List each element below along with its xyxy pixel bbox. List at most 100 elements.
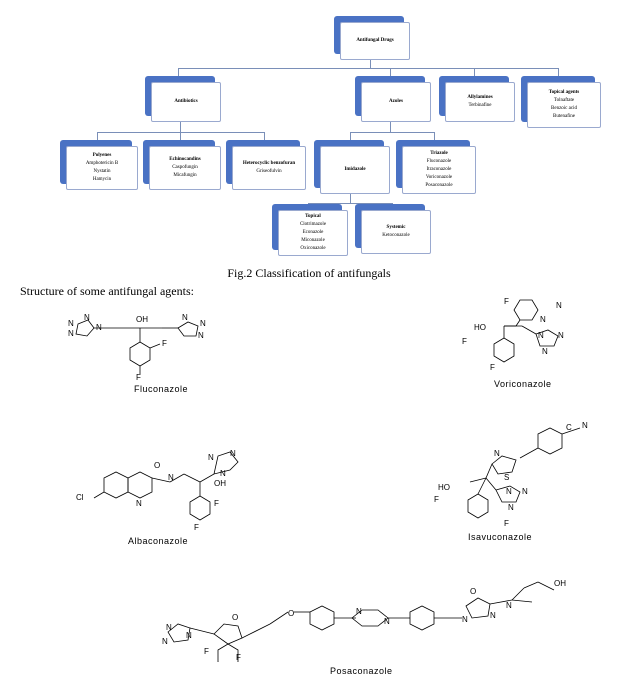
posaconazole-label: Posaconazole (330, 666, 393, 676)
voriconazole-label: Voriconazole (494, 379, 552, 389)
svg-text:F: F (204, 647, 209, 656)
heterocyclic-node: Heterocyclic benzofuran Griseofulvin (226, 140, 306, 190)
polyenes-item: Hamycin (92, 177, 112, 182)
svg-text:N: N (538, 331, 544, 340)
triazole-item: Posaconazole (425, 183, 453, 188)
svg-text:N: N (462, 615, 468, 624)
svg-text:N: N (198, 331, 204, 340)
svg-text:N: N (522, 487, 528, 496)
svg-text:O: O (154, 461, 160, 470)
svg-text:HO: HO (438, 483, 450, 492)
imidazole-label: Imidazole (344, 167, 366, 172)
svg-text:F: F (162, 339, 167, 348)
svg-text:N: N (68, 319, 74, 328)
svg-text:N: N (558, 331, 564, 340)
svg-text:N: N (384, 617, 390, 626)
svg-text:OH: OH (214, 479, 226, 488)
azoles-node: Azoles (355, 76, 431, 122)
svg-text:F: F (462, 337, 467, 346)
classification-diagram: Antifungal Drugs Antibiotics Azoles Ally… (0, 0, 618, 260)
svg-text:N: N (494, 449, 500, 458)
svg-text:N: N (220, 469, 226, 478)
connector (264, 132, 265, 142)
topical-title: Topical (305, 214, 321, 219)
svg-text:O: O (232, 613, 238, 622)
triazole-title: Triazole (430, 151, 448, 156)
topical-item: Miconazole (301, 238, 325, 243)
svg-text:Cl: Cl (76, 493, 84, 502)
topical-item: Econazole (302, 230, 324, 235)
svg-text:N: N (508, 503, 514, 512)
systemic-title: Systemic (386, 225, 406, 230)
heterocyclic-title: Heterocyclic benzofuran (242, 161, 296, 166)
svg-text:N: N (540, 315, 546, 324)
polyenes-item: Nystatin (93, 169, 111, 174)
svg-text:F: F (504, 519, 509, 528)
svg-text:C: C (566, 423, 572, 432)
triazole-item: Itraconazole (426, 167, 452, 172)
echinocandins-item: Micafungin (173, 173, 197, 178)
topical-agents-item: Butenafine (553, 114, 575, 119)
root-node: Antifungal Drugs (334, 16, 410, 60)
connector (180, 132, 181, 142)
topical-item: Oxiconazole (300, 246, 326, 251)
topical-agents-title: Topical agents (548, 90, 580, 95)
root-label: Antifungal Drugs (356, 38, 394, 43)
topical-agents-item: Benzoic acid (551, 106, 577, 111)
svg-text:N: N (506, 601, 512, 610)
fluconazole-label: Fluconazole (134, 384, 189, 394)
allylamines-title: Allylamines (467, 95, 493, 100)
svg-text:OH: OH (554, 579, 566, 588)
fluconazole-structure: NNN N OH NNN F F (68, 313, 206, 382)
triazole-item: Voriconazole (425, 175, 453, 180)
svg-text:N: N (166, 623, 172, 632)
allylamines-item: Terbinafine (468, 103, 492, 108)
connector (308, 203, 392, 204)
connector (180, 120, 181, 132)
azoles-label: Azoles (389, 99, 403, 104)
polyenes-node: Polyenes Amphotericin B Nystatin Hamycin (60, 140, 138, 190)
topical-item: Clotrimazole (299, 222, 327, 227)
connector (350, 132, 351, 142)
triazole-item: Fluconazole (426, 159, 452, 164)
svg-text:F: F (236, 653, 241, 662)
svg-text:N: N (490, 611, 496, 620)
connector (370, 58, 371, 68)
connector (390, 120, 391, 132)
heterocyclic-item: Griseofulvin (256, 169, 282, 174)
svg-text:F: F (214, 499, 219, 508)
svg-text:N: N (162, 637, 168, 646)
svg-text:F: F (504, 297, 509, 306)
albaconazole-label: Albaconazole (128, 536, 189, 546)
antibiotics-label: Antibiotics (174, 99, 198, 104)
structures-heading: Structure of some antifungal agents: (20, 284, 194, 298)
connector (390, 68, 391, 78)
svg-text:O: O (470, 587, 476, 596)
svg-text:F: F (194, 523, 199, 532)
connector (178, 68, 558, 69)
triazole-node: Triazole Fluconazole Itraconazole Vorico… (396, 140, 476, 194)
svg-text:N: N (542, 347, 548, 356)
svg-text:S: S (504, 473, 509, 482)
connector (474, 68, 475, 78)
antibiotics-node: Antibiotics (145, 76, 221, 122)
connector (350, 192, 351, 203)
svg-text:N: N (68, 329, 74, 338)
svg-text:N: N (168, 473, 174, 482)
svg-text:F: F (434, 495, 439, 504)
systemic-item: Ketoconazole (382, 233, 410, 238)
svg-text:N: N (186, 631, 192, 640)
connector (97, 132, 98, 142)
connector (350, 132, 434, 133)
svg-text:O: O (288, 609, 294, 618)
svg-text:N: N (96, 323, 102, 332)
connector (434, 132, 435, 142)
svg-text:N: N (356, 607, 362, 616)
topical-agents-node: Topical agents Tolnaftate Benzoic acid B… (521, 76, 601, 128)
imidazole-node: Imidazole (314, 140, 390, 194)
svg-text:HO: HO (474, 323, 486, 332)
echinocandins-title: Echinocandins (169, 157, 201, 162)
